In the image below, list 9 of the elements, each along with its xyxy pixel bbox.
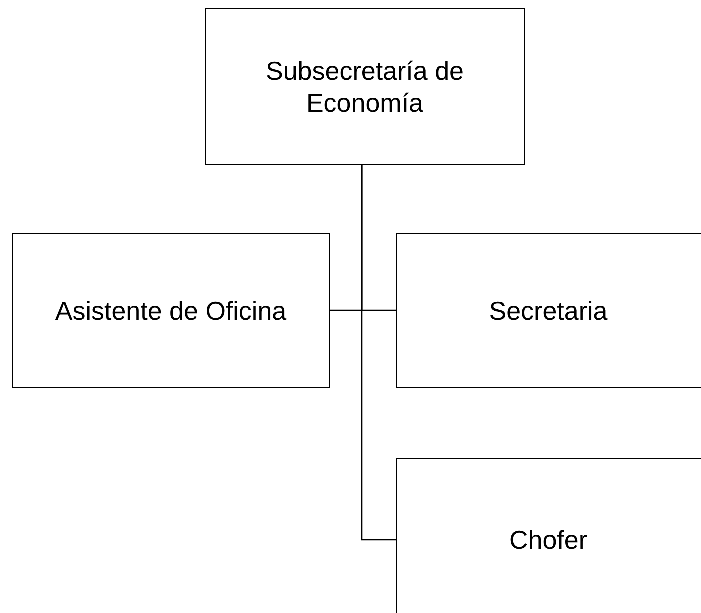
org-box (205, 8, 525, 165)
box-title: Subsecretaría de Economía (264, 54, 465, 118)
org-box (396, 233, 701, 388)
box-title: Asistente de Oficina (54, 294, 288, 326)
org-box (12, 233, 330, 388)
org-box (396, 458, 701, 613)
connector-line (361, 165, 396, 541)
box-title: Chofer (508, 524, 589, 556)
box-title: Secretaria (488, 294, 609, 326)
